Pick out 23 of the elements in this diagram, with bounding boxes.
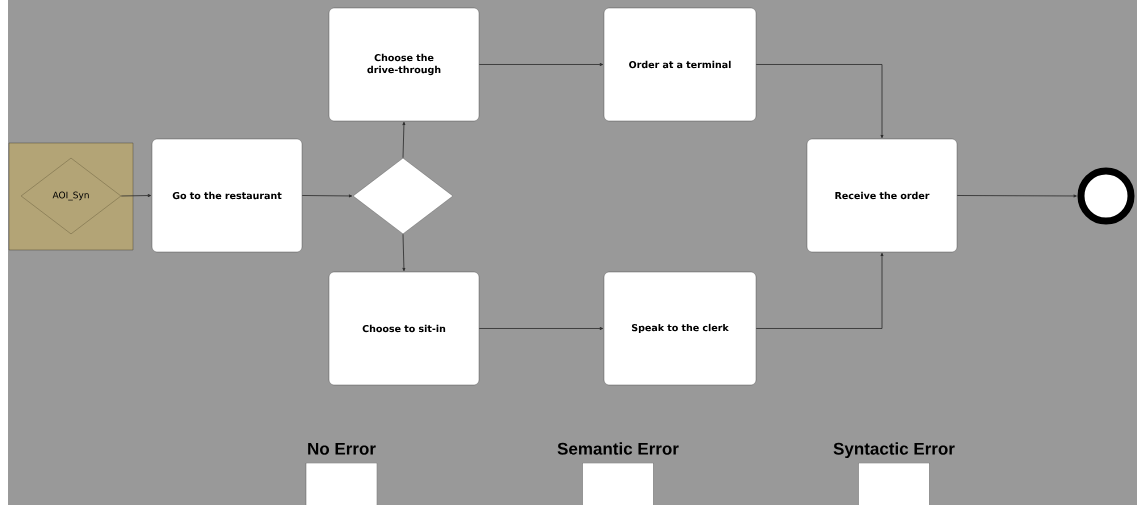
arrow [956,194,1077,198]
node-label: Syntactic Error [833,442,955,459]
answer-box: Syntactic Error [833,442,955,505]
arrow [478,327,604,330]
arrow [402,233,406,272]
task-box: Speak to the clerk [603,271,757,386]
task-box: Order at a terminal [603,7,757,122]
task-box: Go to the restaurant [151,138,303,253]
node-label: No Error [308,442,376,455]
node-label: Semantic Error [557,442,679,455]
arrow [755,64,884,139]
arrow [402,121,406,159]
task-box: Choose the drive-through [328,7,480,122]
end-event-circle [1077,167,1135,225]
answer-box: No Error [305,442,378,505]
task-box: Choose to sit-in [328,271,480,386]
arrow [120,194,152,198]
arrow [478,63,604,66]
gateway-diamond [352,157,454,235]
task-box: Receive the order [806,138,958,253]
answer-box: Semantic Error [557,442,679,505]
arrow [755,252,884,329]
arrow [301,194,353,198]
